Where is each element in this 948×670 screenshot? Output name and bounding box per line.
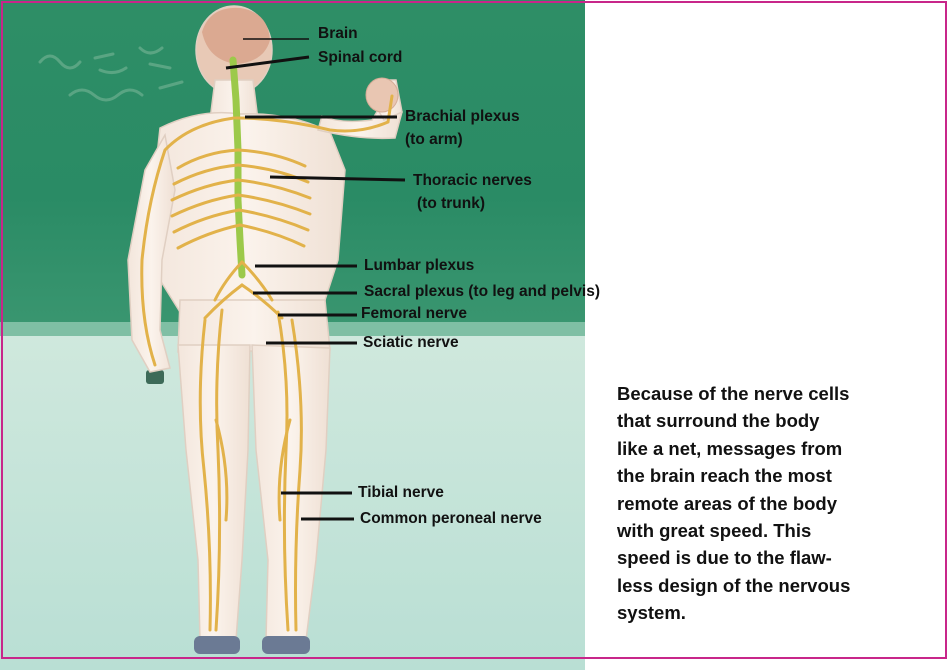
label-tibial-nerve: Tibial nerve [358, 484, 444, 502]
description-line: Because of the nerve cells [617, 380, 917, 407]
label-thoracic-nerves: Thoracic nerves [413, 172, 532, 190]
label-brachial-plexus: Brachial plexus [405, 108, 520, 126]
description-text: Because of the nerve cells that surround… [617, 380, 917, 627]
label-sacral-plexus: Sacral plexus (to leg and pelvis) [364, 283, 600, 301]
label-sciatic-nerve: Sciatic nerve [363, 334, 459, 352]
label-lumbar-plexus: Lumbar plexus [364, 257, 474, 275]
label-thoracic-nerves-sub: (to trunk) [417, 195, 485, 213]
description-line: speed is due to the flaw- [617, 544, 917, 571]
description-line: remote areas of the body [617, 490, 917, 517]
label-common-peroneal-nerve: Common peroneal nerve [360, 510, 542, 528]
label-brachial-plexus-sub: (to arm) [405, 131, 463, 149]
description-line: that surround the body [617, 407, 917, 434]
fist [366, 78, 398, 112]
description-line: less design of the nervous [617, 572, 917, 599]
label-brain: Brain [318, 25, 358, 43]
description-line: system. [617, 599, 917, 626]
description-line: the brain reach the most [617, 462, 917, 489]
description-line: with great speed. This [617, 517, 917, 544]
chalk-eraser [146, 370, 164, 384]
left-shoe [194, 636, 240, 654]
label-femoral-nerve: Femoral nerve [361, 305, 467, 323]
right-shoe [262, 636, 310, 654]
label-spinal-cord: Spinal cord [318, 49, 402, 67]
description-line: like a net, messages from [617, 435, 917, 462]
